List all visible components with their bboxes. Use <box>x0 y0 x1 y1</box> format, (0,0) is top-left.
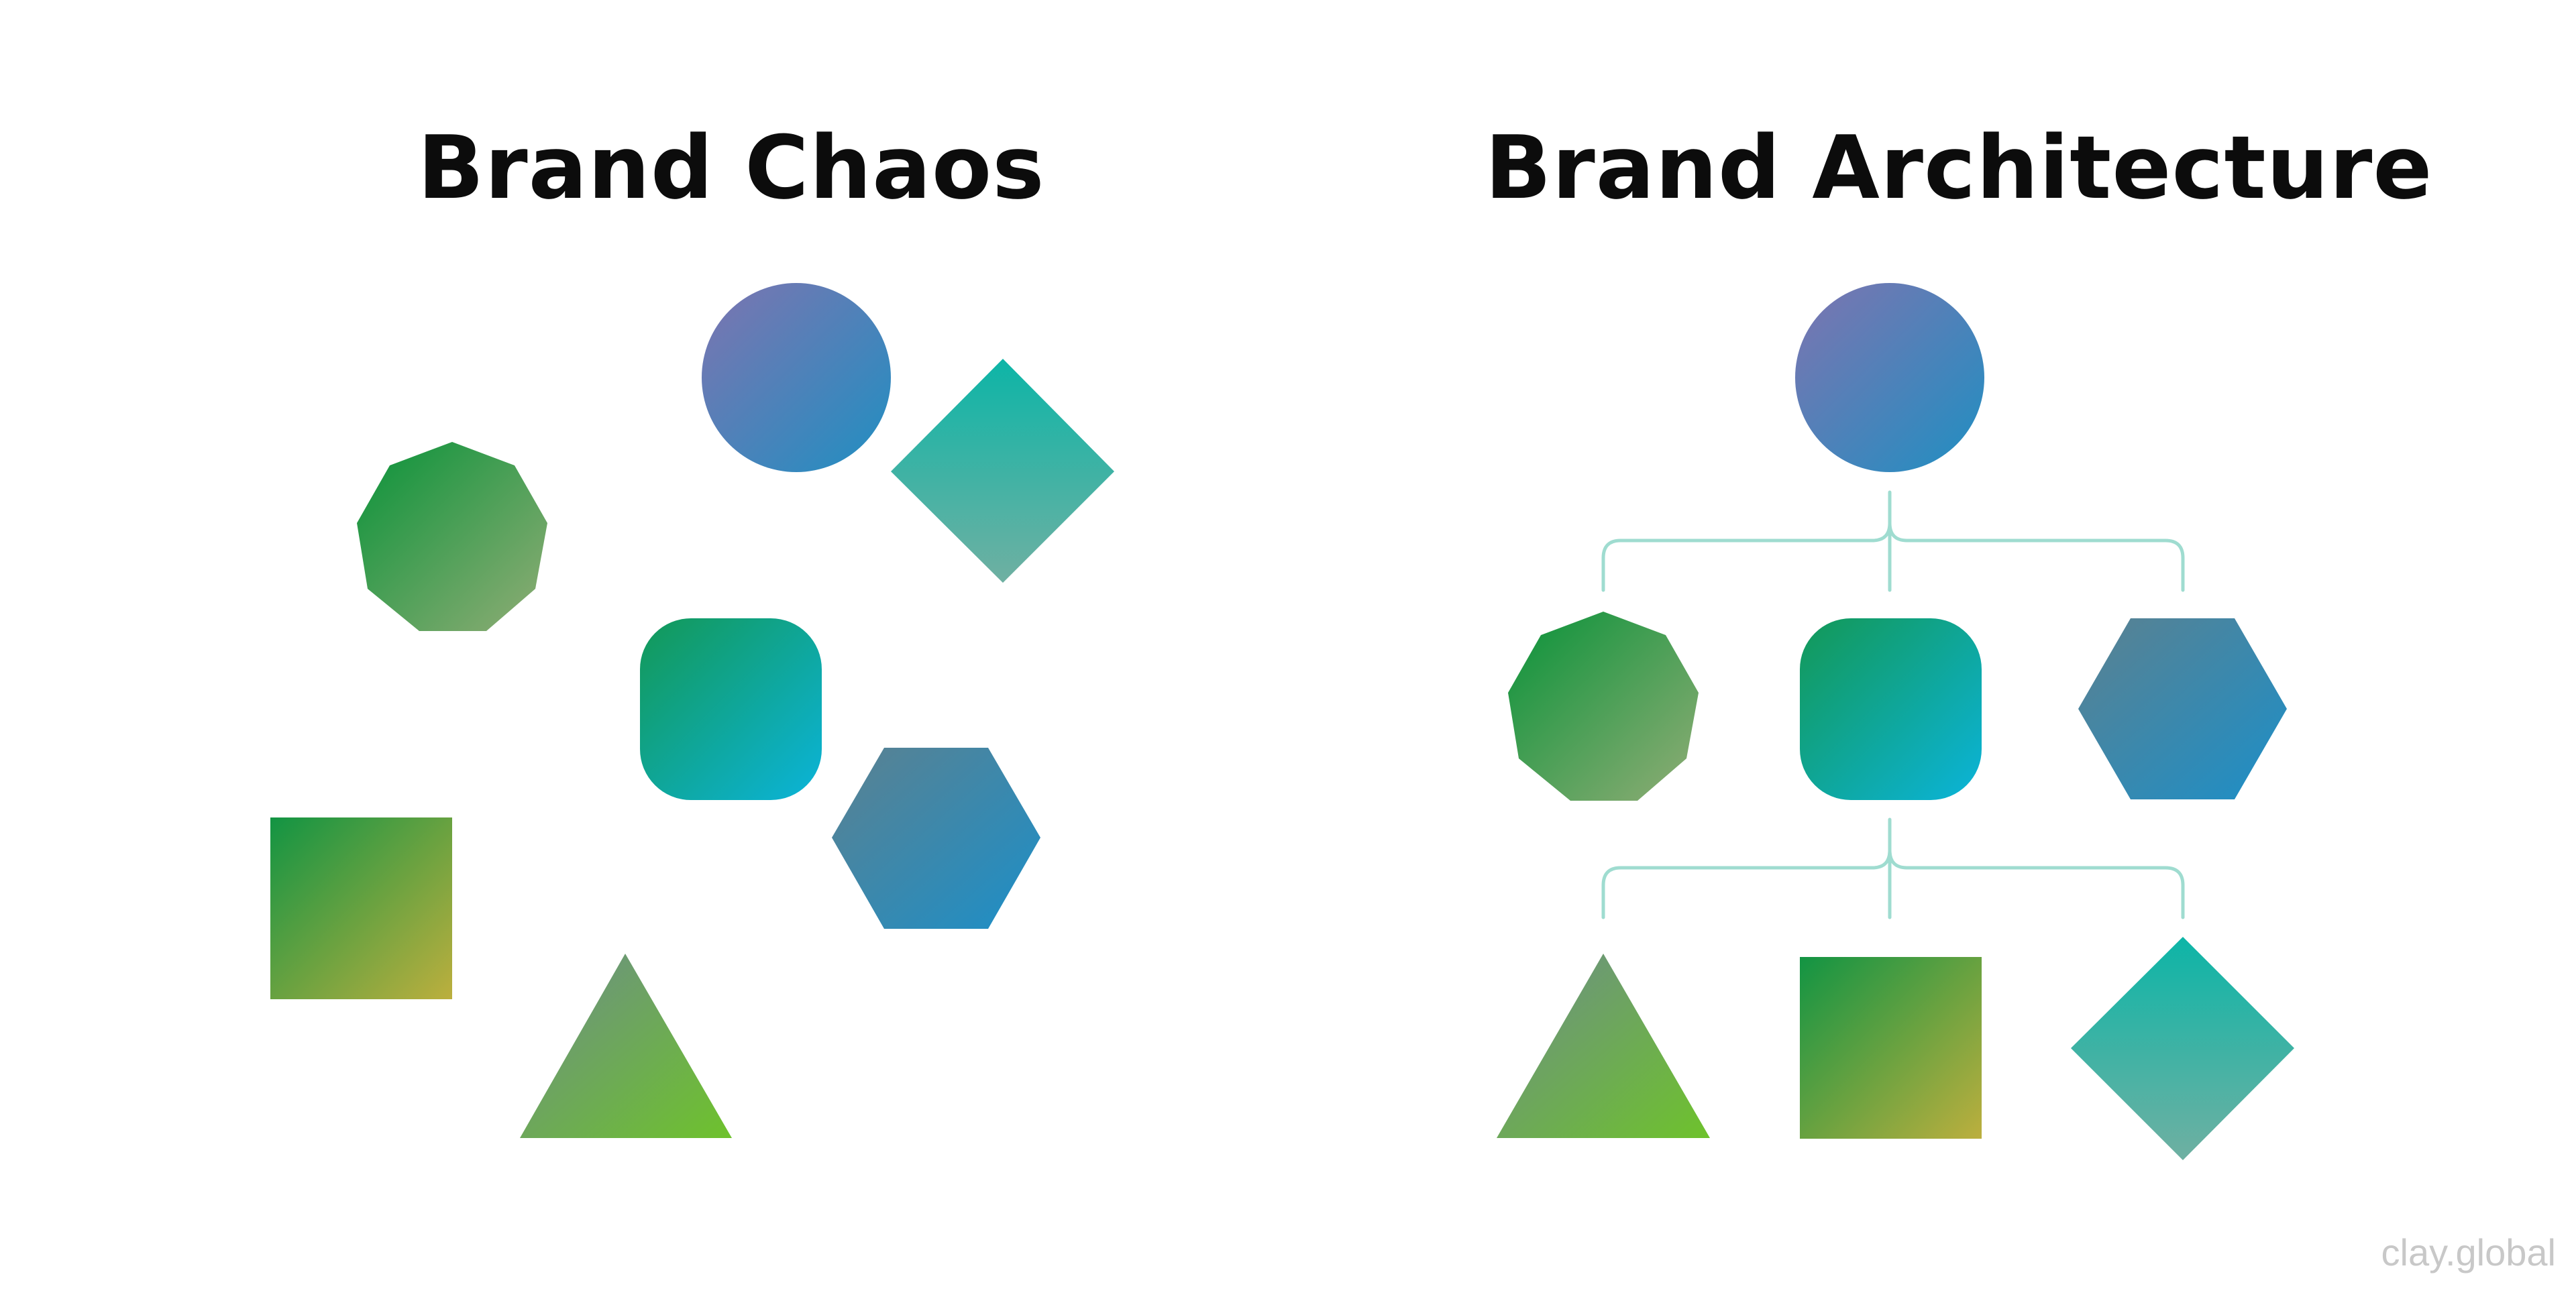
architecture-diamond <box>2071 937 2294 1160</box>
connector-branch-left-1 <box>1601 521 1892 592</box>
architecture-root-circle <box>1795 283 1984 472</box>
architecture-square <box>1800 957 1982 1139</box>
chaos-hexagon <box>832 748 1040 929</box>
architecture-rounded-square <box>1800 618 1982 800</box>
chaos-heptagon <box>357 442 547 631</box>
connector-branch-left-2 <box>1601 848 1892 919</box>
architecture-hexagon <box>2078 618 2287 799</box>
connector-branch-right-1 <box>1888 521 2185 592</box>
title-brand-chaos: Brand Chaos <box>417 117 1045 219</box>
title-brand-architecture: Brand Architecture <box>1485 117 2433 219</box>
chaos-diamond <box>891 359 1114 583</box>
chaos-circle <box>702 283 891 472</box>
connector-branch-right-2 <box>1888 848 2185 919</box>
chaos-panel <box>270 283 1114 1138</box>
architecture-triangle <box>1497 954 1710 1138</box>
chaos-triangle <box>520 954 732 1138</box>
architecture-panel <box>1497 283 2294 1160</box>
architecture-heptagon <box>1508 612 1699 801</box>
connector-level-2 <box>1601 817 2185 919</box>
connector-level-1 <box>1601 490 2185 592</box>
chaos-rounded-square <box>640 618 822 800</box>
watermark: clay.global <box>2381 1231 2556 1274</box>
chaos-square <box>270 817 452 999</box>
